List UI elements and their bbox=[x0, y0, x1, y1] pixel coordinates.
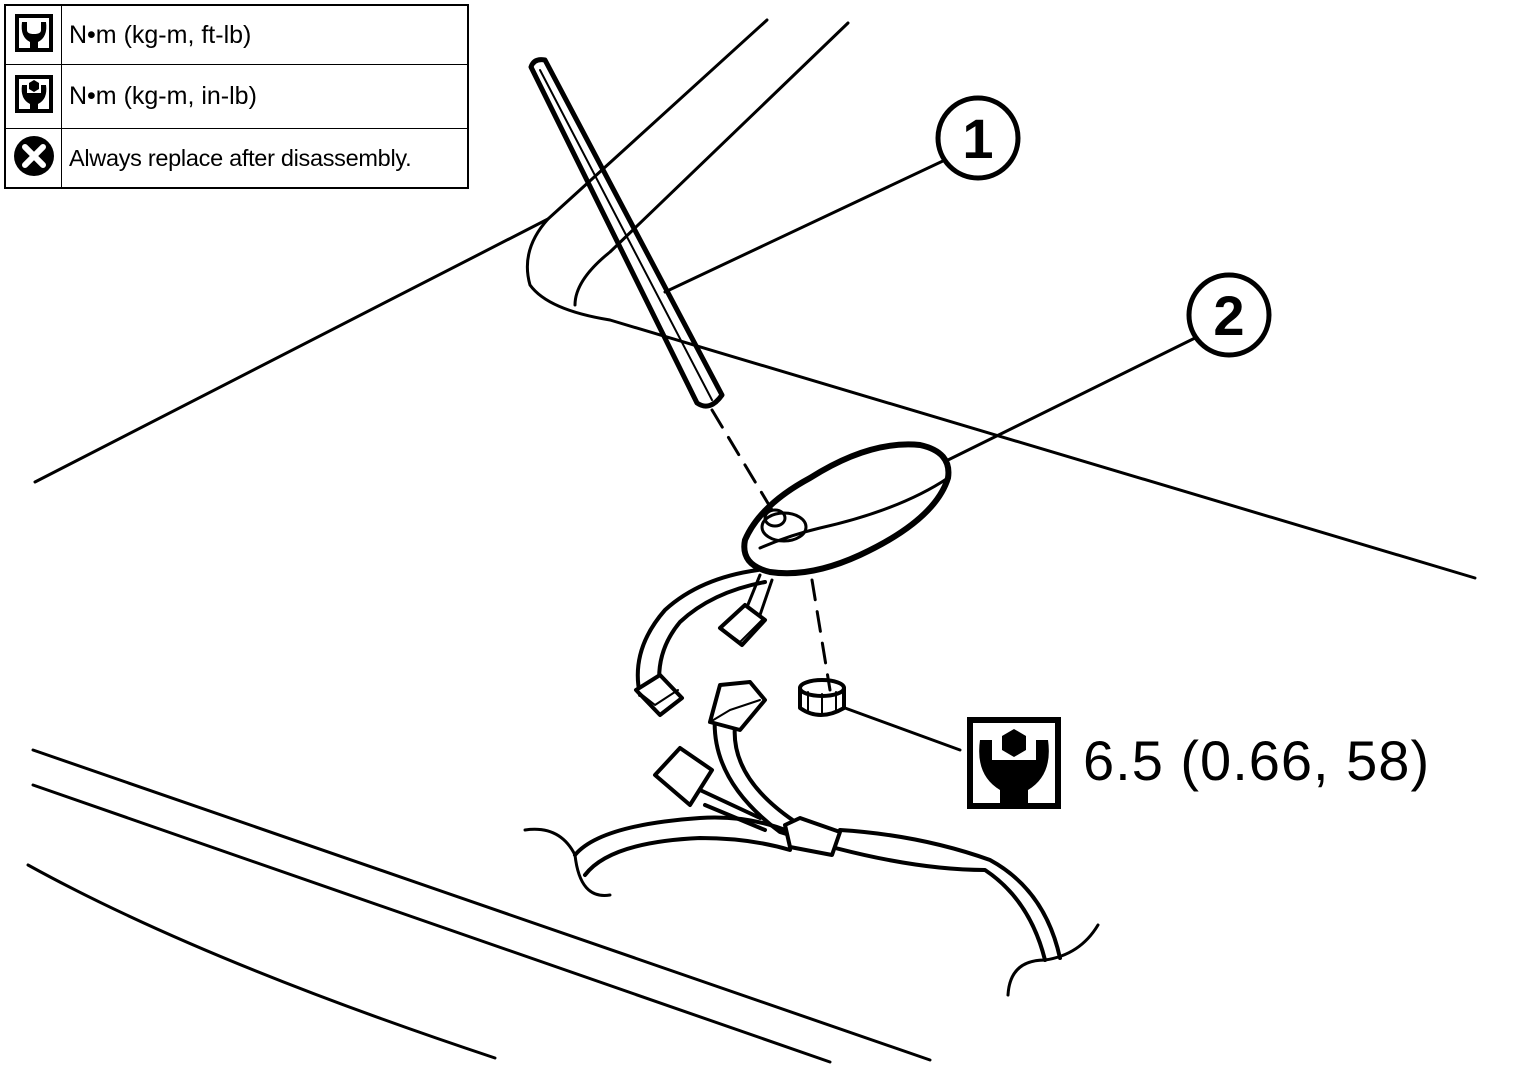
callout-1-number: 1 bbox=[962, 107, 993, 170]
callout-1-circle bbox=[935, 95, 1021, 181]
callout-2-circle bbox=[1186, 272, 1272, 358]
roof-rear-panel-outer bbox=[525, 18, 1477, 580]
antenna-base bbox=[741, 441, 952, 577]
torque-wrench-hex-icon bbox=[967, 717, 1061, 809]
legend-row: Always replace after disassembly. bbox=[4, 128, 469, 189]
body-line-1 bbox=[31, 748, 932, 1062]
roof-rear-panel-inner bbox=[573, 21, 850, 307]
legend-row: N•m (kg-m, in-lb) bbox=[4, 64, 469, 129]
vehicle-harness bbox=[523, 680, 1100, 997]
antenna-mast bbox=[528, 57, 725, 409]
legend-text: Always replace after disassembly. bbox=[61, 128, 469, 189]
torque-wrench-hex-icon bbox=[14, 75, 53, 113]
legend-text: N•m (kg-m, ft-lb) bbox=[61, 4, 469, 65]
body-line-3 bbox=[26, 863, 497, 1060]
legend-table: N•m (kg-m, ft-lb) N•m (kg-m, in-lb) Alwa… bbox=[4, 4, 469, 189]
assembly-line-nut bbox=[810, 578, 832, 692]
torque-leader-line bbox=[843, 706, 962, 752]
torque-wrench-icon bbox=[14, 13, 53, 52]
mounting-nut bbox=[798, 678, 846, 717]
legend-row: N•m (kg-m, ft-lb) bbox=[4, 4, 469, 65]
legend-text: N•m (kg-m, in-lb) bbox=[61, 64, 469, 129]
callout-2-leader bbox=[946, 336, 1197, 462]
torque-spec-value: 6.5 (0.66, 58) bbox=[1083, 729, 1431, 792]
base-cable-left bbox=[634, 568, 767, 717]
callout-1-leader bbox=[663, 158, 947, 294]
roof-front-edge bbox=[33, 217, 550, 484]
assembly-line-mast bbox=[710, 408, 777, 517]
callout-2-number: 2 bbox=[1213, 284, 1244, 347]
replace-x-icon bbox=[13, 135, 54, 176]
base-connector bbox=[718, 573, 774, 647]
body-line-2 bbox=[31, 783, 832, 1064]
